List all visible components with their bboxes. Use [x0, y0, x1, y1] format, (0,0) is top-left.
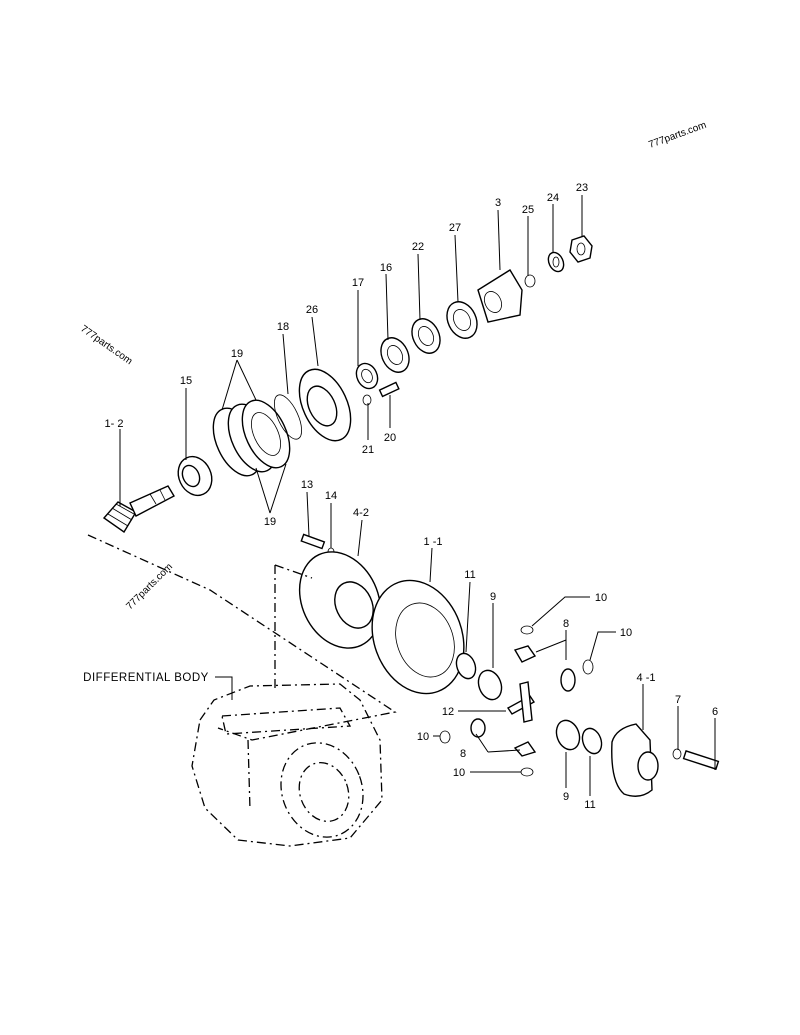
- watermark: 777parts.com: [124, 561, 175, 612]
- o-ring: [524, 274, 536, 288]
- bearing: [177, 455, 213, 497]
- callout-13: 13: [301, 479, 313, 491]
- differential-body-label: DIFFERENTIAL BODY: [83, 672, 209, 684]
- pinion-washer: [439, 730, 451, 744]
- ring-gear: [371, 579, 465, 695]
- callout-1-1: 1 -1: [424, 536, 443, 548]
- callout-15: 15: [180, 375, 192, 387]
- callout-19: 19: [231, 348, 243, 360]
- snap-ring: [273, 394, 303, 440]
- coupling-flange: [477, 269, 523, 323]
- bushing: [355, 362, 379, 390]
- spring-washer: [362, 394, 372, 406]
- callout-9: 9: [490, 591, 496, 603]
- callout-25: 25: [522, 204, 534, 216]
- callout-27: 27: [449, 222, 461, 234]
- pinion-gear: [513, 741, 537, 757]
- callout-16: 16: [380, 262, 392, 274]
- callout-19: 19: [264, 516, 276, 528]
- dust-cover: [446, 301, 478, 339]
- callout-4-1: 4 -1: [637, 672, 656, 684]
- pinion-gear: [513, 645, 537, 663]
- callout-11: 11: [464, 569, 475, 581]
- callout-9: 9: [563, 791, 569, 803]
- pinion-gear: [560, 668, 576, 692]
- callout-4-2: 4-2: [353, 507, 369, 519]
- callout-8: 8: [563, 618, 569, 630]
- callout-17: 17: [352, 277, 364, 289]
- bolt: [362, 381, 400, 406]
- callout-3: 3: [495, 197, 501, 209]
- callout-12: 12: [442, 706, 454, 718]
- differential-case-half: [298, 551, 382, 649]
- callout-18: 18: [277, 321, 289, 333]
- pinion-shaft: [102, 485, 175, 534]
- centre-lines: [87, 534, 397, 741]
- pinion-washer: [520, 625, 534, 635]
- thrust-washer: [455, 652, 477, 680]
- differential-body: [191, 683, 383, 847]
- callout-7: 7: [675, 694, 681, 706]
- pinion-washer: [520, 767, 534, 777]
- callout-10: 10: [620, 627, 632, 639]
- washer: [547, 251, 565, 273]
- callout-22: 22: [412, 241, 424, 253]
- watermark: 777parts.com: [78, 323, 134, 367]
- nut: [569, 235, 593, 263]
- callout-6: 6: [712, 706, 718, 718]
- flange-housing: [298, 368, 352, 442]
- clutch-plates: [212, 399, 291, 477]
- bolt: [682, 750, 720, 770]
- side-gear: [555, 719, 581, 751]
- watermark: 777parts.com: [647, 120, 708, 151]
- callout-23: 23: [576, 182, 588, 194]
- thrust-washer: [581, 727, 603, 755]
- callout-14: 14: [325, 490, 337, 502]
- callout-numbers: 1- 2 15 19 19 18 26 17 16 22 27 3 25 24 …: [105, 182, 719, 811]
- callout-10: 10: [453, 767, 465, 779]
- callout-24: 24: [547, 192, 559, 204]
- differential-case-half: [611, 723, 659, 797]
- callout-8: 8: [460, 748, 466, 760]
- pinion-washer: [582, 659, 594, 675]
- cross-shaft: [506, 681, 536, 723]
- pinion-gear: [470, 718, 486, 738]
- leader-lines: [119, 195, 716, 796]
- callout-10: 10: [417, 731, 429, 743]
- callout-10: 10: [595, 592, 607, 604]
- callout-1-2: 1- 2: [105, 418, 124, 430]
- side-gear: [477, 669, 503, 701]
- callout-20: 20: [384, 432, 396, 444]
- callout-26: 26: [306, 304, 318, 316]
- oil-seal: [411, 318, 441, 354]
- washer: [672, 748, 682, 760]
- bearing: [380, 337, 410, 373]
- callout-11: 11: [584, 799, 595, 811]
- callout-21: 21: [362, 444, 374, 456]
